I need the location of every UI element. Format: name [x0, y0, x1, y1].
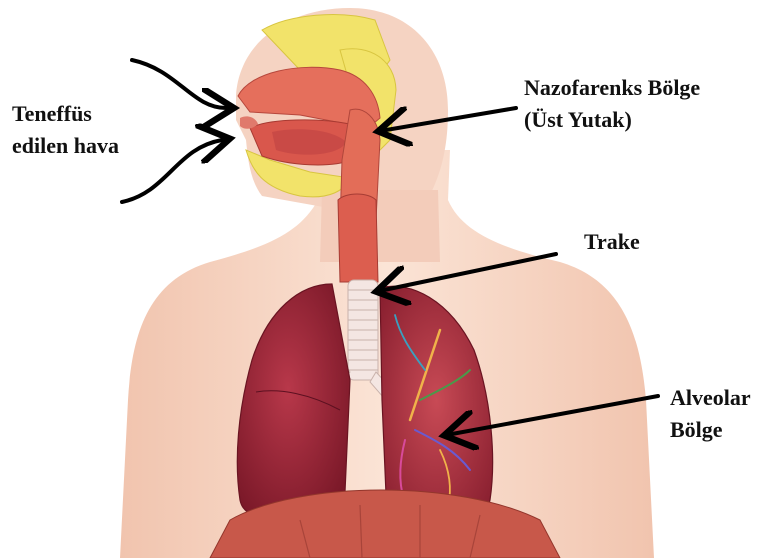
label-alveolar: Alveolar Bölge: [670, 382, 751, 446]
label-inhaled-air-line2: edilen hava: [12, 130, 119, 162]
label-alveolar-line2: Bölge: [670, 414, 751, 446]
label-inhaled-air-line1: Teneffüs: [12, 98, 119, 130]
label-nasopharynx: Nazofarenks Bölge (Üst Yutak): [524, 72, 700, 136]
larynx: [338, 194, 378, 282]
label-trachea: Trake: [584, 226, 640, 258]
label-nasopharynx-line2: (Üst Yutak): [524, 104, 700, 136]
label-nasopharynx-line1: Nazofarenks Bölge: [524, 72, 700, 104]
arrow-inhaled-air-upper: [132, 60, 226, 108]
label-inhaled-air: Teneffüs edilen hava: [12, 98, 119, 162]
arrow-inhaled-air-lower: [122, 140, 222, 202]
label-trachea-line1: Trake: [584, 226, 640, 258]
label-alveolar-line1: Alveolar: [670, 382, 751, 414]
